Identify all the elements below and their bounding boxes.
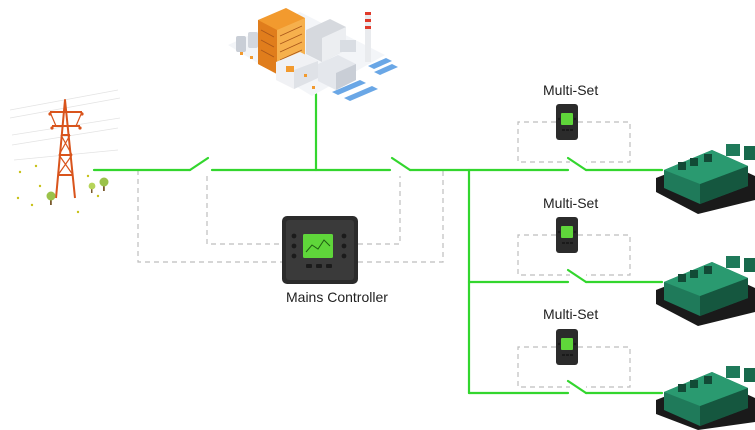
power-plant-icon [228,8,398,101]
transmission-pylon-icon [9,89,121,214]
multi-set-label-1: Multi-Set [543,82,599,98]
multi-set-label-3: Multi-Set [543,306,599,322]
multi-set-controller-icon[interactable] [556,104,578,140]
mains-controller-icon[interactable] [282,216,358,284]
control-wiring [137,121,631,388]
generator-set-icon [656,144,755,214]
generator-set-icon [656,256,755,326]
multi-set-label-2: Multi-Set [543,195,599,211]
generator-set-icon [656,366,755,430]
mains-controller-label: Mains Controller [286,289,388,305]
multi-set-controller-icon[interactable] [556,329,578,365]
multi-set-controller-icon[interactable] [556,217,578,253]
power-bus [92,92,664,395]
